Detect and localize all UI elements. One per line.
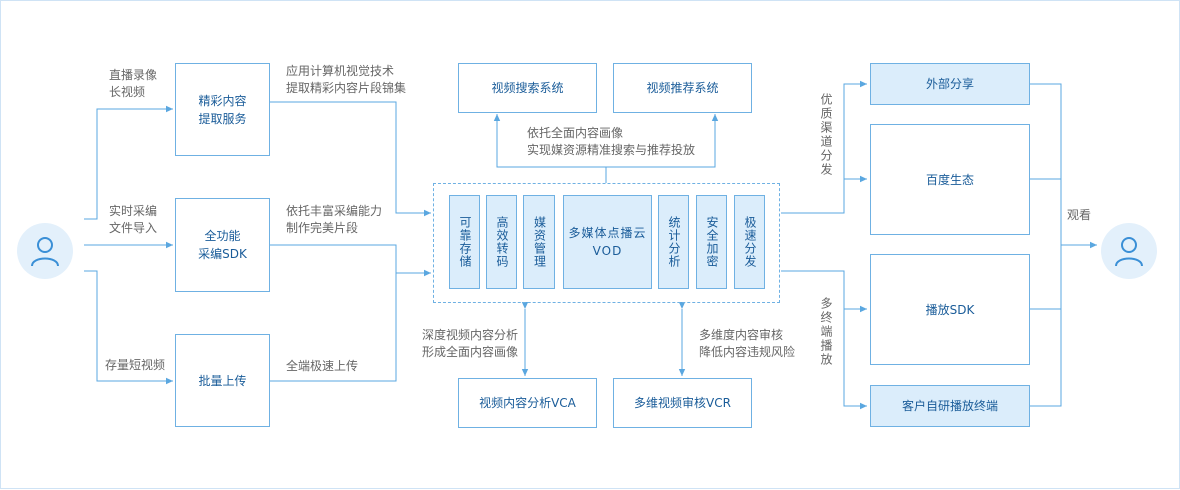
edge-core-to-top <box>493 114 607 183</box>
edge-highlight-to-core <box>270 101 431 217</box>
module-statistics: 统计分析 <box>658 195 689 289</box>
label-quality-distribution: 优质渠道分发 <box>819 93 833 177</box>
capture-sdk: 全功能 采编SDK <box>175 198 270 292</box>
label-capture-source: 实时采编 文件导入 <box>109 204 158 235</box>
edge-share-out <box>1030 83 1062 407</box>
edge-core-to-share <box>781 80 867 214</box>
label-watch: 观看 <box>1067 208 1092 222</box>
label-vca-note: 深度视频内容分析 形成全面内容画像 <box>422 328 519 359</box>
edge-user-to-highlight <box>84 105 173 220</box>
module-reliable-storage: 可靠存储 <box>449 195 480 289</box>
label-batch-source: 存量短视频 <box>105 358 166 372</box>
edge-core-to-recommend <box>606 114 719 168</box>
label-vcr-note: 多维度内容审核 降低内容违规风险 <box>699 328 796 359</box>
creator-user-icon <box>17 223 73 279</box>
edge-core-to-client <box>843 309 867 410</box>
module-vod-cloud: 多媒体点播云 VOD <box>563 195 652 289</box>
edge-capture-to-core <box>270 244 431 277</box>
label-highlight-output: 应用计算机视觉技术 提取精彩内容片段锦集 <box>286 64 407 95</box>
external-share: 外部分享 <box>870 63 1030 105</box>
baidu-ecosystem: 百度生态 <box>870 124 1030 235</box>
module-fast-distribution: 极速分发 <box>734 195 765 289</box>
player-sdk: 播放SDK <box>870 254 1030 365</box>
module-security-encryption: 安全加密 <box>696 195 727 289</box>
label-capture-output: 依托丰富采编能力 制作完美片段 <box>286 204 383 235</box>
label-content-profile: 依托全面内容画像 实现媒资源精准搜索与推荐投放 <box>527 126 696 157</box>
module-media-management: 媒资管理 <box>523 195 555 289</box>
video-recommend-system: 视频推荐系统 <box>613 63 752 113</box>
video-search-system: 视频搜索系统 <box>458 63 597 113</box>
video-content-analysis-vca: 视频内容分析VCA <box>458 378 597 428</box>
custom-player-terminal: 客户自研播放终端 <box>870 385 1030 427</box>
video-review-vcr: 多维视频审核VCR <box>613 378 752 428</box>
edge-core-to-sdk <box>781 270 867 313</box>
label-batch-output: 全端极速上传 <box>286 359 359 373</box>
batch-upload: 批量上传 <box>175 334 270 427</box>
vod-core-group <box>433 183 780 303</box>
edge-batch-to-core <box>270 273 397 382</box>
module-efficient-transcoding: 高效转码 <box>486 195 517 289</box>
viewer-user-icon <box>1101 223 1157 279</box>
label-highlight-source: 直播录像 长视频 <box>109 68 158 99</box>
edge-user-to-batch <box>84 270 173 385</box>
label-multi-terminal: 多终端播放 <box>819 297 833 367</box>
highlight-extraction-service: 精彩内容 提取服务 <box>175 63 270 156</box>
